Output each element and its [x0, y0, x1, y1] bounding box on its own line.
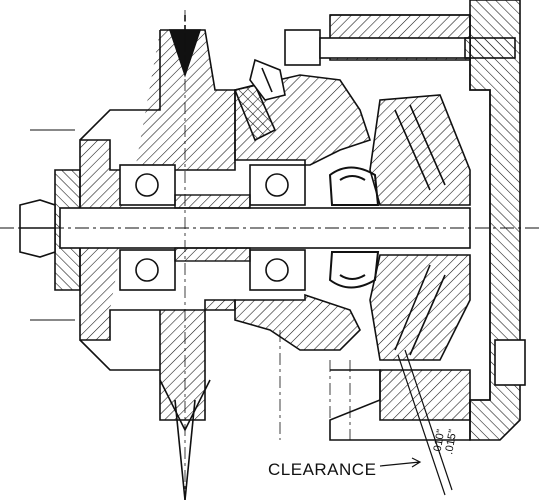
housing-bolt-bottom: [494, 339, 526, 386]
grease-fitting: [233, 58, 286, 142]
front-bearing-lower: [119, 249, 176, 291]
water-seal: [328, 166, 380, 289]
pump-shaft: [0, 207, 540, 249]
center-lines: [184, 10, 351, 500]
housing-bolt-top: [284, 29, 516, 66]
rear-bearing-lower: [249, 249, 306, 291]
bearing-spacer: [174, 194, 251, 262]
leader-ticks: [30, 129, 75, 321]
shaft-nut: [19, 199, 56, 258]
clearance-label: CLEARANCE: [268, 460, 376, 479]
rear-bearing-upper: [249, 164, 306, 206]
clearance-max-value: .015": [443, 428, 459, 455]
impeller: [369, 94, 471, 361]
front-bearing-upper: [119, 164, 176, 206]
pulley-hub: [79, 29, 236, 421]
clearance-min-value: .010": [431, 428, 447, 455]
clearance-callout: [379, 349, 453, 496]
